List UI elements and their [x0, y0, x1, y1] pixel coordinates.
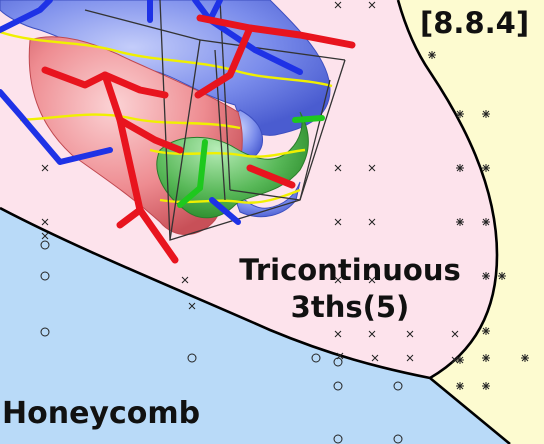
honeycomb-region	[0, 208, 510, 444]
cross-marker	[368, 218, 376, 226]
square-octagon-region	[398, 0, 544, 444]
tricontinuous-label: Tricontinuous 3ths(5)	[200, 252, 500, 325]
asterisk-marker	[482, 354, 490, 362]
square-octagon-markers	[428, 51, 529, 390]
honeycomb-markers	[40, 240, 403, 444]
asterisk-marker	[456, 382, 464, 390]
circle-marker	[393, 381, 403, 391]
asterisk-marker	[498, 272, 506, 280]
asterisk-marker	[482, 382, 490, 390]
asterisk-marker	[521, 354, 529, 362]
honeycomb-label: Honeycomb	[2, 396, 201, 431]
circle-marker	[333, 357, 343, 367]
tricontinuous-notation: 3ths(5)	[290, 289, 410, 324]
dividing-surface-lines	[0, 30, 333, 204]
cross-marker	[368, 330, 376, 338]
cross-marker	[41, 218, 49, 226]
honeycomb-square-octagon-boundary	[429, 376, 511, 444]
cross-marker	[406, 330, 414, 338]
cross-marker	[334, 276, 342, 284]
circle-marker	[187, 353, 197, 363]
asterisk-marker	[428, 51, 436, 59]
asterisk-marker	[482, 164, 490, 172]
circle-marker	[40, 271, 50, 281]
circle-marker	[333, 381, 343, 391]
red-net	[41, 14, 356, 264]
asterisk-marker	[456, 110, 464, 118]
tricontinuous-honeycomb-boundary	[0, 206, 431, 380]
circle-marker	[333, 434, 343, 444]
circle-marker	[311, 353, 321, 363]
cross-marker	[451, 356, 459, 364]
square-octagon-label: [8.8.4]	[420, 6, 530, 40]
cross-marker	[181, 276, 189, 284]
green-net	[177, 115, 325, 208]
cross-marker	[406, 354, 414, 362]
blue-net	[0, 0, 303, 225]
cross-marker	[334, 218, 342, 226]
asterisk-marker	[456, 218, 464, 226]
cross-marker	[451, 330, 459, 338]
cross-marker	[371, 354, 379, 362]
circle-marker	[40, 240, 50, 250]
cross-marker	[41, 232, 49, 240]
phase-boundaries	[0, 0, 511, 444]
asterisk-marker	[456, 356, 464, 364]
cross-marker	[334, 164, 342, 172]
cross-marker	[368, 276, 376, 284]
circle-marker	[40, 327, 50, 337]
asterisk-marker	[482, 272, 490, 280]
asterisk-marker	[482, 218, 490, 226]
asterisk-marker	[482, 327, 490, 335]
asterisk-marker	[482, 110, 490, 118]
tricontinuous-square-octagon-boundary	[396, 0, 499, 380]
cross-marker	[41, 164, 49, 172]
cross-marker	[334, 1, 342, 9]
tricontinuous-name: Tricontinuous	[239, 253, 461, 287]
asterisk-marker	[456, 164, 464, 172]
cross-marker	[368, 1, 376, 9]
tricontinuous-unit-cell-illustration	[0, 0, 356, 264]
cross-marker	[188, 302, 196, 310]
circle-marker	[393, 434, 403, 444]
cross-marker	[334, 330, 342, 338]
cross-marker	[368, 164, 376, 172]
